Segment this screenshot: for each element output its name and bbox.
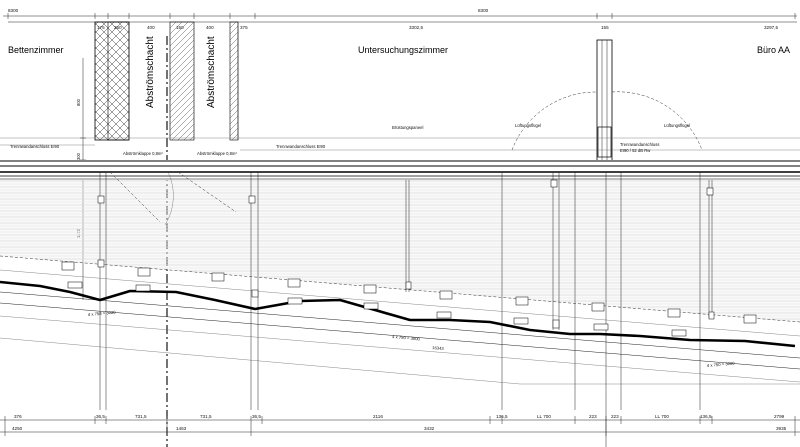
dim-155: 155 — [601, 25, 609, 30]
bottom-dim-2116: 2116 — [373, 414, 383, 419]
shaft-label-1: Abströmschacht — [145, 36, 156, 108]
label-trennwand-right-1: Trennwandanschluss — [620, 142, 659, 147]
bottom-dim-1463: 1463 — [176, 426, 187, 431]
label-klappe-2: Abströmklappe 0,8m² — [197, 151, 237, 156]
bottom-dim-4250: 4250 — [12, 426, 23, 431]
bottom-dim-36-5-a: 36,5 — [96, 414, 105, 419]
dim-400a: 400 — [147, 25, 155, 30]
sloped-lines — [0, 255, 800, 385]
dim-400b: 400 — [206, 25, 214, 30]
bottom-dim-ll700-a: LL 700 — [537, 414, 551, 419]
bottom-dim-731-5-b: 731,5 — [200, 414, 212, 419]
bottom-dim-376: 376 — [14, 414, 22, 419]
slope-dim-center: 4 x 750 = 3000 — [392, 334, 421, 341]
dim-overall-left: 8300 — [8, 8, 19, 13]
roof-profile-line — [0, 280, 796, 348]
label-klappe-1: Abströmklappe 0,8m² — [123, 151, 163, 156]
shaft-label-2: Abströmschacht — [206, 36, 217, 108]
bottom-dim-223-a: 223 — [589, 414, 597, 419]
dim-3297: 3297,5 — [764, 25, 778, 30]
label-lueftung-left: Lüftungsflügel — [515, 123, 541, 128]
facade-rail-band — [0, 160, 800, 180]
vertical-hangers — [99, 172, 713, 447]
label-lueftung-right: Lüftungsflügel — [664, 123, 690, 128]
bottom-dimension-chain: 376 36,5 731,5 731,5 36,5 2116 136,5 LL … — [0, 414, 800, 436]
slope-dim-right: 4 x 750 = 3000 — [707, 361, 736, 368]
dim-vertical-mid: 300 — [76, 152, 81, 160]
dim-vertical-upper: 800 — [76, 98, 81, 106]
slope-dim-left: 4 x 758 = 3020 — [88, 310, 117, 317]
bottom-dim-3432: 3432 — [424, 426, 435, 431]
bottom-dim-223-b: 223 — [611, 414, 619, 419]
room-label-bettenzimmer: Bettenzimmer — [8, 45, 64, 55]
glazing-column — [511, 39, 703, 166]
bottom-dim-136-5-b: 136,5 — [700, 414, 712, 419]
wall-structure — [94, 21, 239, 141]
bottom-dim-731-5-a: 731,5 — [135, 414, 147, 419]
label-trennwand-right-2: EI90 / 52 dB Rw — [620, 148, 651, 153]
room-label-untersuchungszimmer: Untersuchungszimmer — [358, 45, 448, 55]
room-label-buero-aa: Büro AA — [757, 45, 790, 55]
slope-dim-total: 16343 — [432, 345, 445, 351]
connector-markers — [61, 179, 757, 337]
soffit-region — [0, 180, 800, 322]
label-bruestung: Brüstungspaneel — [392, 125, 423, 130]
bottom-dim-2799: 2799 — [774, 414, 785, 419]
reference-lines — [0, 137, 800, 151]
label-trennwand-left: Trennwandanschluss EI90 — [10, 144, 60, 149]
bottom-dim-136-5-a: 136,5 — [496, 414, 508, 419]
dim-375: 375 — [240, 25, 248, 30]
dim-overall-right: 8300 — [478, 8, 489, 13]
bottom-dim-3935: 3935 — [776, 426, 787, 431]
bottom-dim-36-5-b: 36,5 — [252, 414, 261, 419]
dim-3302: 3302,5 — [409, 25, 423, 30]
bottom-dim-ll700-b: LL 700 — [655, 414, 669, 419]
label-trennwand-center: Trennwandanschluss EI90 — [276, 144, 326, 149]
